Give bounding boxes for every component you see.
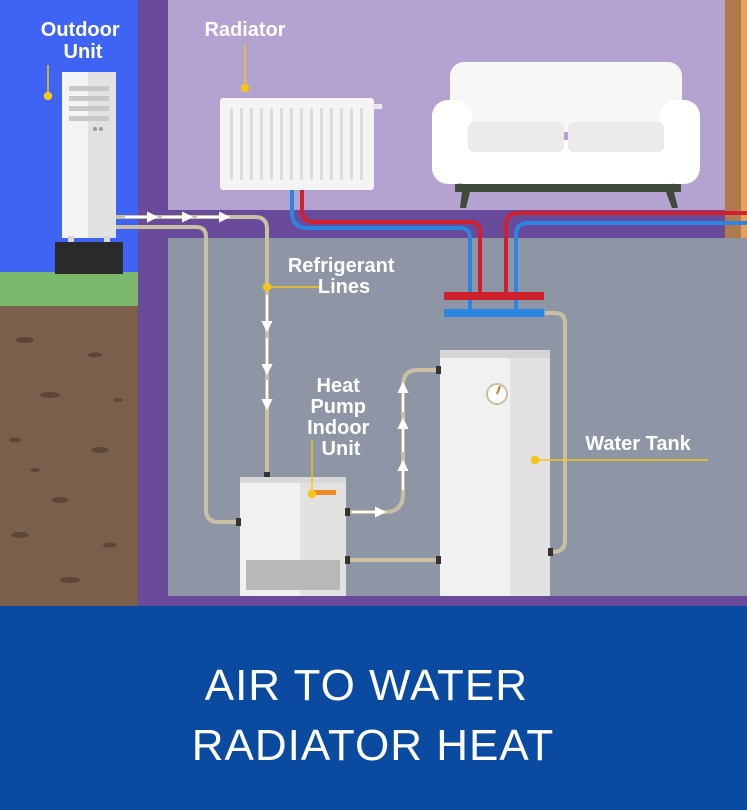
heat-pump-indoor-unit [240, 477, 346, 596]
refrigerant-lines [116, 215, 567, 562]
title-band [0, 606, 747, 810]
sofa [432, 62, 700, 208]
label-heat-pump-line4: Unit [322, 438, 361, 460]
label-heat-pump-indoor-unit: Heat Pump Indoor Unit [307, 375, 375, 460]
refrigerant-flow-arrows [125, 211, 409, 518]
label-outdoor-unit: Outdoor Unit [41, 19, 125, 63]
label-water-tank: Water Tank [585, 433, 691, 455]
cold-manifold [444, 309, 544, 317]
soil [0, 306, 138, 606]
page-title-line2: RADIATOR HEAT [192, 721, 555, 770]
label-heat-pump-line2: Pump [310, 396, 366, 418]
hot-manifold [444, 292, 544, 300]
label-heat-pump-line3: Indoor [307, 417, 369, 439]
label-outdoor-unit-line2: Unit [64, 41, 103, 63]
label-refrigerant-lines: Refrigerant Lines [288, 255, 400, 298]
water-tank [440, 350, 550, 596]
label-refrigerant-line2: Lines [318, 276, 370, 298]
outdoor-unit [55, 72, 123, 274]
label-heat-pump-line1: Heat [317, 375, 361, 397]
soil-pebbles [9, 337, 123, 583]
radiator [220, 98, 382, 190]
page-title-line1: AIR TO WATER [205, 661, 528, 710]
grass [0, 272, 138, 308]
page-title: AIR TO WATER RADIATOR HEAT [192, 661, 555, 770]
right-wall-trim-inner [741, 0, 747, 238]
hot-water-pipes [300, 190, 747, 296]
label-radiator: Radiator [204, 19, 285, 41]
pipe-connectors [236, 366, 553, 564]
cold-water-pipes [290, 190, 747, 313]
label-outdoor-unit-line1: Outdoor [41, 19, 120, 41]
label-leaders [43, 45, 708, 499]
label-refrigerant-line1: Refrigerant [288, 255, 395, 277]
